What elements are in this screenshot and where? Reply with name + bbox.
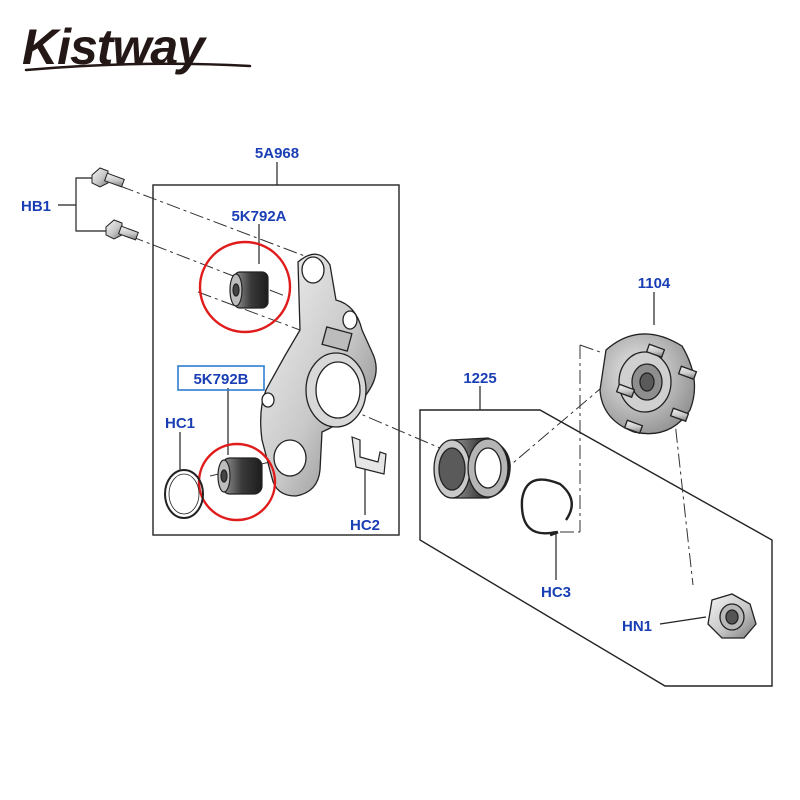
bushing-upper-highlight	[198, 240, 292, 334]
bearing-group-box	[419, 409, 773, 687]
bracket-clip	[351, 436, 387, 475]
label-knuckle: 5A968	[255, 145, 299, 162]
brand-logo: Kistway	[22, 19, 252, 75]
snap-ring	[520, 478, 573, 537]
bolt-lower	[105, 219, 139, 241]
label-bolts: HB1	[21, 198, 51, 215]
label-bearing: 1225	[463, 370, 496, 387]
knuckle-group-box	[152, 184, 400, 536]
logo-swoosh	[24, 62, 252, 72]
wheel-hub	[599, 333, 698, 435]
bushing-lower-highlight	[197, 442, 277, 522]
label-bushing-upper: 5K792A	[231, 208, 286, 225]
brand-logo-text: Kistway	[22, 19, 207, 75]
part-label-highlight-box	[177, 365, 265, 391]
label-hub-nut: HN1	[622, 618, 652, 635]
hub-nut	[707, 593, 757, 639]
bolt-upper	[91, 167, 125, 188]
assembly-boxes	[152, 184, 773, 687]
part-labels: 5A968 5K792A 5K792B HB1 HC1 HC2 1225 HC3…	[21, 145, 671, 635]
label-snap-ring: HC3	[541, 584, 571, 601]
seal-ring	[164, 469, 204, 519]
label-hub: 1104	[638, 275, 671, 292]
steering-knuckle	[260, 253, 377, 497]
label-bushing-lower: 5K792B	[193, 371, 248, 388]
leader-lines	[58, 162, 707, 625]
bushing-upper	[198, 240, 292, 334]
label-bracket-clip: HC2	[350, 517, 380, 534]
label-seal-ring: HC1	[165, 415, 195, 432]
wheel-bearing	[433, 437, 511, 499]
bushing-lower	[197, 442, 277, 522]
